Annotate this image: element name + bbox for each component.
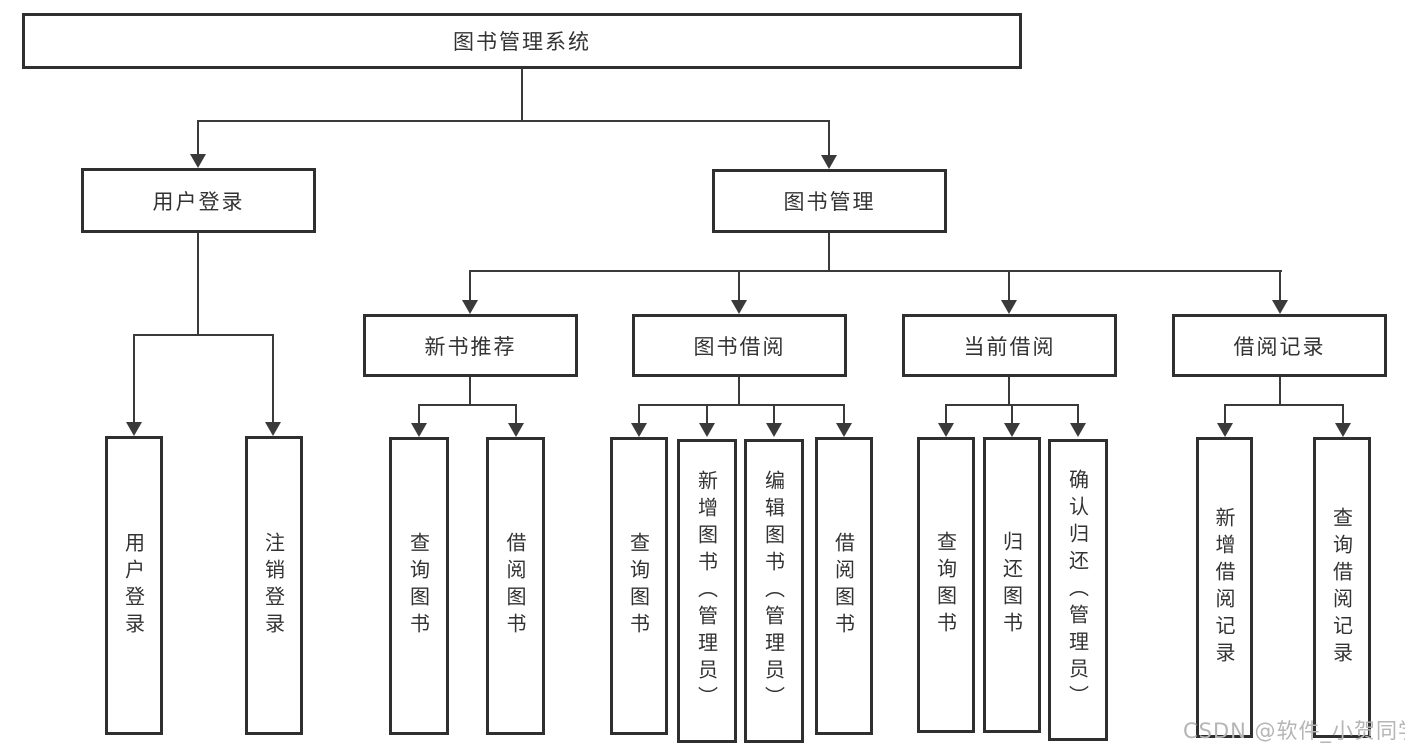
connector-line (197, 120, 199, 156)
connector-line (515, 404, 517, 425)
connector-line (738, 270, 740, 302)
arrow-down-icon (462, 300, 478, 314)
arrow-down-icon (836, 423, 852, 437)
node-bb-edit-book-admin: 编辑图书（管理员） (744, 439, 804, 743)
node-bb-query-book: 查询图书 (610, 437, 668, 735)
connector-line (828, 233, 830, 272)
node-current-borrow-label: 当前借阅 (963, 334, 1056, 359)
connector-line (133, 334, 274, 336)
csdn-watermark: CSDN @软件_小贺同学 (1183, 719, 1405, 743)
node-root: 图书管理系统 (22, 13, 1022, 69)
connector-line (1008, 377, 1010, 406)
node-borrow-records: 借阅记录 (1172, 314, 1387, 377)
arrow-down-icon (508, 423, 524, 437)
connector-line (133, 334, 135, 424)
connector-line (843, 404, 845, 425)
arrow-down-icon (190, 154, 206, 168)
connector-line (945, 404, 947, 425)
node-cb-query-book: 查询图书 (917, 437, 975, 733)
connector-line (1224, 404, 1226, 425)
connector-line (1224, 404, 1343, 406)
arrow-down-icon (1272, 300, 1288, 314)
connector-line (738, 377, 740, 406)
connector-line (1008, 270, 1010, 302)
arrow-down-icon (1004, 423, 1020, 437)
node-nbr-borrow-book: 借阅图书 (486, 437, 545, 735)
connector-line (469, 270, 1282, 272)
arrow-down-icon (126, 422, 142, 436)
connector-line (197, 120, 830, 122)
arrow-down-icon (699, 423, 715, 437)
node-book-mgmt: 图书管理 (712, 169, 947, 233)
node-bb-query-book-label: 查询图书 (626, 532, 651, 640)
connector-line (272, 334, 274, 424)
node-bb-add-book-admin: 新增图书（管理员） (677, 439, 737, 743)
arrow-down-icon (1217, 423, 1233, 437)
arrow-down-icon (938, 423, 954, 437)
node-new-book-rec-label: 新书推荐 (424, 334, 517, 359)
node-book-borrow: 图书借阅 (632, 314, 847, 377)
arrow-down-icon (821, 155, 837, 169)
node-book-mgmt-label: 图书管理 (783, 190, 876, 214)
node-leaf-logout: 注销登录 (245, 436, 303, 735)
connector-line (828, 120, 830, 156)
connector-line (1279, 270, 1281, 302)
node-bb-add-book-admin-label: 新增图书（管理员） (694, 469, 719, 713)
node-leaf-user-login-label: 用户登录 (121, 531, 146, 640)
arrow-down-icon (631, 423, 647, 437)
node-cb-return-book-label: 归还图书 (999, 531, 1024, 639)
connector-line (1342, 404, 1344, 425)
arrow-down-icon (411, 423, 427, 437)
node-nbr-borrow-book-label: 借阅图书 (503, 532, 527, 640)
node-cb-query-book-label: 查询图书 (933, 531, 958, 639)
arrow-down-icon (265, 422, 281, 436)
node-nbr-query-book-label: 查询图书 (406, 532, 431, 640)
node-user-login: 用户登录 (81, 168, 316, 233)
node-bb-borrow-book-label: 借阅图书 (831, 532, 856, 640)
connector-line (773, 404, 775, 425)
node-cb-confirm-return-admin-label: 确认归还（管理员） (1065, 468, 1090, 712)
node-borrow-records-label: 借阅记录 (1233, 334, 1326, 359)
node-leaf-user-login: 用户登录 (105, 436, 163, 735)
arrow-down-icon (731, 300, 747, 314)
node-br-query-record-label: 查询借阅记录 (1329, 506, 1354, 669)
connector-line (638, 404, 845, 406)
node-cb-confirm-return-admin: 确认归还（管理员） (1048, 439, 1108, 741)
node-br-add-record-label: 新增借阅记录 (1212, 506, 1236, 669)
connector-line (197, 233, 199, 335)
node-bb-edit-book-admin-label: 编辑图书（管理员） (761, 469, 786, 713)
connector-line (521, 69, 523, 122)
node-user-login-label: 用户登录 (152, 189, 245, 214)
arrow-down-icon (1335, 423, 1351, 437)
node-leaf-logout-label: 注销登录 (261, 531, 286, 640)
connector-line (469, 270, 471, 302)
arrow-down-icon (1070, 423, 1086, 437)
node-bb-borrow-book: 借阅图书 (815, 437, 873, 735)
node-current-borrow: 当前借阅 (902, 314, 1117, 377)
connector-line (1279, 377, 1281, 406)
node-new-book-rec: 新书推荐 (363, 314, 578, 377)
arrow-down-icon (1001, 300, 1017, 314)
node-br-add-record: 新增借阅记录 (1196, 437, 1253, 738)
connector-line (1077, 404, 1079, 425)
connector-line (418, 404, 420, 425)
node-nbr-query-book: 查询图书 (389, 437, 449, 735)
connector-line (1011, 404, 1013, 425)
node-book-borrow-label: 图书借阅 (693, 334, 786, 359)
connector-line (418, 404, 517, 406)
connector-line (469, 377, 471, 406)
node-root-label: 图书管理系统 (453, 30, 591, 54)
node-br-query-record: 查询借阅记录 (1313, 437, 1371, 738)
connector-line (706, 404, 708, 425)
connector-line (638, 404, 640, 425)
node-cb-return-book: 归还图书 (983, 437, 1041, 733)
arrow-down-icon (766, 423, 782, 437)
